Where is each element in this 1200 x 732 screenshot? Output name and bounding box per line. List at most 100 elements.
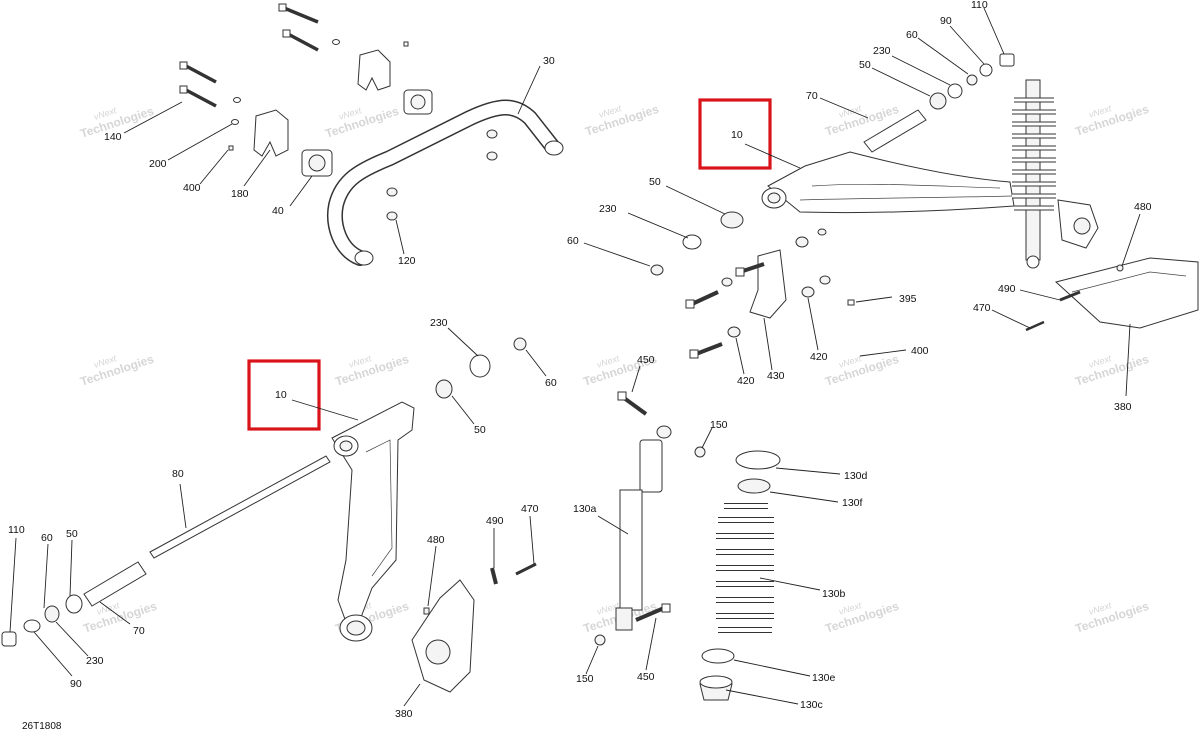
shock-130a: [619, 489, 643, 611]
washer-200: [332, 39, 340, 45]
lock-ring-130e: [701, 648, 735, 664]
callout-480: 480: [427, 534, 445, 546]
callout-110: 110: [8, 524, 25, 536]
highlight-box-bottom: [247, 359, 321, 431]
callout-120: 120: [398, 255, 416, 267]
callout-480: 480: [1134, 201, 1152, 213]
bearing-50: [435, 379, 453, 399]
callout-10: 10: [275, 389, 287, 401]
shock-body: [639, 439, 663, 493]
nut-420: [727, 326, 741, 338]
nut-110: [1, 631, 17, 647]
sway-bar-end: [544, 140, 564, 156]
spring-seat-130d: [735, 450, 781, 470]
shock-spring-assembly: [1012, 79, 1056, 269]
seal-230: [682, 234, 702, 250]
screw-400: [403, 41, 409, 47]
pivot-tube-70: [83, 561, 147, 607]
callout-40: 40: [272, 205, 284, 217]
callout-450: 450: [637, 671, 655, 683]
bolt: [689, 342, 723, 359]
watermark-line2: Technologies: [78, 352, 155, 389]
bolt-140-mid: [282, 29, 319, 52]
bolt-470: [1025, 320, 1045, 332]
callout-400: 400: [911, 345, 929, 357]
callout-230: 230: [430, 317, 448, 329]
bolt-140-low2: [179, 85, 217, 108]
callout-30: 30: [543, 55, 555, 67]
bushing-40: [403, 89, 433, 115]
pivot-tube-70: [863, 109, 927, 153]
callout-130a: 130a: [573, 503, 597, 515]
bracket-180: [253, 109, 289, 157]
seal-230: [947, 83, 963, 99]
nut-120: [486, 151, 498, 161]
callout-420: 420: [737, 375, 755, 387]
callout-180: 180: [231, 188, 249, 200]
washer-200: [231, 119, 239, 125]
nut: [721, 277, 733, 287]
callout-50: 50: [66, 528, 78, 540]
watermark-line2: Technologies: [323, 104, 400, 141]
callout-labels: 110 90 60 230 50 70 10 30 140 200 400 18…: [8, 0, 1152, 720]
callout-140: 140: [104, 131, 122, 143]
washer-60: [650, 264, 664, 276]
callout-70: 70: [806, 90, 818, 102]
callout-380: 380: [395, 708, 413, 720]
screw-480: [1116, 264, 1124, 272]
callout-130c: 130c: [800, 699, 823, 711]
screw-480: [423, 607, 430, 615]
callout-230: 230: [873, 45, 891, 57]
callout-470: 470: [521, 503, 539, 515]
nut-150: [594, 634, 606, 646]
watermark-line2: Technologies: [1073, 102, 1150, 139]
spring-guide-130f: [737, 478, 771, 494]
screw-395: [847, 299, 855, 306]
callout-230: 230: [599, 203, 617, 215]
nut: [795, 236, 809, 248]
callout-50: 50: [859, 59, 871, 71]
watermark-line2: Technologies: [823, 352, 900, 389]
shock-130-assembly: [594, 391, 781, 701]
watermark-line2: Technologies: [583, 102, 660, 139]
trailing-arm-assembly: [1, 337, 537, 693]
washer-60: [966, 74, 978, 86]
nut-120: [386, 187, 398, 197]
bolt: [685, 290, 719, 309]
sway-bar-assembly: [179, 3, 564, 266]
skid-plate-380: [1054, 257, 1199, 329]
callout-150: 150: [576, 673, 594, 685]
bracket-180-upper: [357, 49, 391, 91]
bolt-140-low1: [179, 61, 217, 84]
callout-50: 50: [474, 424, 486, 436]
callout-50: 50: [649, 176, 661, 188]
callout-450: 450: [637, 354, 655, 366]
callout-110: 110: [971, 0, 988, 11]
callout-70: 70: [133, 625, 145, 637]
bushing-40: [301, 149, 333, 177]
nut-150: [694, 446, 706, 458]
leader-lines: [9, 7, 1141, 707]
seal-230: [469, 354, 491, 378]
bolt-450: [635, 603, 671, 622]
callout-60: 60: [41, 532, 53, 544]
bearing-50: [929, 92, 947, 110]
nut-420: [801, 286, 815, 298]
spring-130b: [716, 503, 774, 633]
washer-200: [233, 97, 241, 103]
pin-490: [490, 567, 498, 585]
callout-470: 470: [973, 302, 991, 314]
callout-130d: 130d: [844, 470, 868, 482]
shaft-80: [149, 455, 331, 559]
callout-430: 430: [767, 370, 785, 382]
washer-90: [23, 619, 41, 633]
washer-90: [979, 63, 993, 77]
bracket-430: [749, 249, 787, 319]
highlight-box-top: [698, 98, 772, 170]
callout-150: 150: [710, 419, 728, 431]
trailing-arm-10: [331, 401, 415, 623]
callout-380: 380: [1114, 401, 1132, 413]
bearing-50: [720, 211, 744, 229]
top-right-assembly: [650, 53, 1199, 359]
